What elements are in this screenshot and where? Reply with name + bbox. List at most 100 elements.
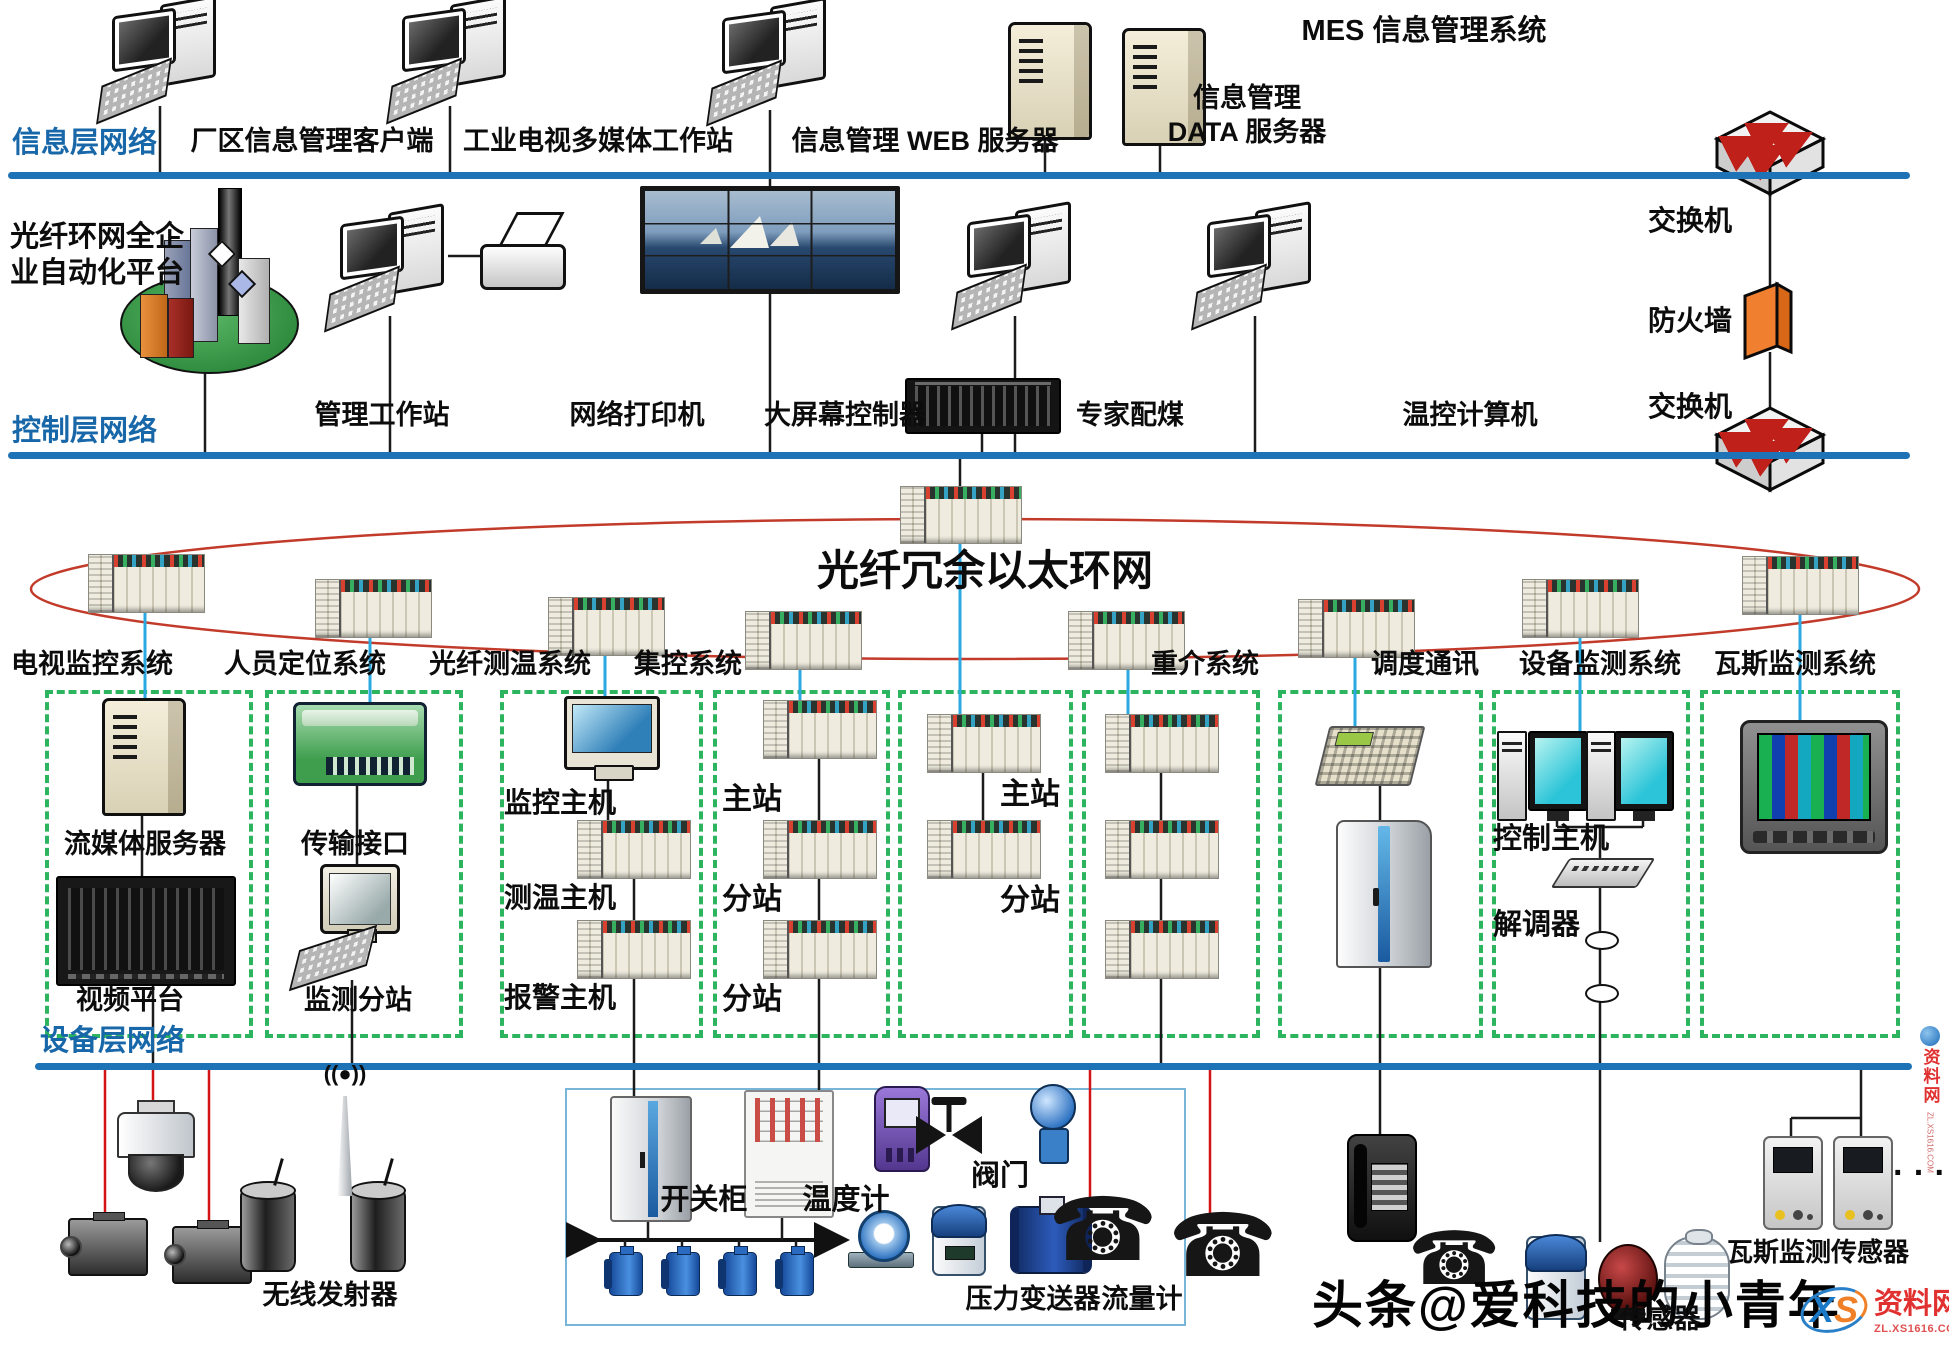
ptz-dome-camera-icon <box>108 1100 200 1196</box>
ring-title: 光纤冗余以太环网 <box>816 547 1154 594</box>
side-logo-icon <box>1920 1026 1940 1046</box>
valve-icon <box>916 1080 982 1156</box>
control-layer-bus <box>8 452 1910 459</box>
coupler-icon <box>1585 984 1619 1003</box>
switch-cabinet-icon <box>744 1090 834 1218</box>
plc-rack-icon <box>1298 599 1415 658</box>
temp-computer-label: 温控计算机 <box>1402 400 1538 430</box>
gas-sensor-label: 瓦斯监测传感器 <box>1726 1237 1910 1267</box>
plc-rack-icon <box>577 920 691 979</box>
xs-logo-icon: XS <box>1800 1290 1868 1330</box>
subsystem-equipment-label: 设备监测系统 <box>1519 649 1681 679</box>
desktop-computer-icon <box>951 201 1075 331</box>
info-layer-bus <box>8 172 1910 179</box>
pressure-transmitter-label: 压力变送器 <box>965 1284 1101 1314</box>
plc-rack-icon <box>315 579 432 638</box>
coupler-icon <box>1585 931 1619 950</box>
monitor-substation-label: 监测分站 <box>304 985 412 1015</box>
zlw-logo-name: 资料网 <box>1874 1288 1949 1320</box>
telephone-icon: ☎ <box>1408 1216 1501 1302</box>
switch-bottom-label: 交换机 <box>1648 391 1733 422</box>
transfer-interface-label: 传输接口 <box>301 829 409 859</box>
pc-tower-icon <box>1497 731 1527 821</box>
video-wall-icon <box>640 186 900 294</box>
mgmt-workstation-label: 管理工作站 <box>314 400 450 430</box>
plc-rack-icon <box>1068 611 1185 670</box>
watermark-headline: 头条@爱科技的小青年 <box>1312 1277 1841 1334</box>
box-personnel-positioning <box>265 690 463 1038</box>
plc-rack-icon <box>548 597 665 656</box>
control-host-monitor-icon <box>1614 731 1674 821</box>
factory-client-label: 厂区信息管理客户端 <box>190 126 434 156</box>
network-printer-icon <box>478 212 568 292</box>
valve-label: 阀门 <box>970 1160 1030 1192</box>
motor-icon <box>604 1246 643 1296</box>
gas-sensor-icon <box>1763 1136 1823 1230</box>
expert-coal-label: 专家配煤 <box>1076 400 1184 430</box>
monitoring-host-icon <box>564 696 660 781</box>
box-tv-monitoring <box>45 690 253 1038</box>
enterprise-platform-icon <box>120 182 299 374</box>
dispatch-cabinet-icon <box>1336 820 1432 968</box>
monitor-host-label: 监控主机 <box>504 787 617 818</box>
screen-controller-device-icon <box>905 378 1061 434</box>
web-server-label: 信息管理 WEB 服务器 <box>791 126 1059 156</box>
motor-icon <box>775 1246 814 1296</box>
flow-meter-label: 流量计 <box>1101 1284 1183 1314</box>
platform-label-line2: 业自动化平台 <box>10 257 185 289</box>
telephone-icon: ☎ <box>1048 1178 1158 1281</box>
switch-icon <box>1713 406 1827 493</box>
subsystem-heavy-media-label: 重介系统 <box>1151 649 1259 679</box>
plc-rack-icon <box>927 714 1041 773</box>
flow-meter-icon <box>1010 1196 1092 1274</box>
plc-rack-icon <box>1105 920 1219 979</box>
antenna-icon: ((●)) <box>323 1061 367 1086</box>
control-host-label: 控制主机 <box>1493 823 1610 855</box>
desktop-computer-icon <box>706 0 830 127</box>
side-watermark-logo: 资料网 ZL.XS1616.COM <box>1914 1026 1946 1178</box>
box-camera-icon <box>60 1212 148 1276</box>
switch-top-label: 交换机 <box>1648 205 1733 236</box>
data-server-label-line2: DATA 服务器 <box>1167 117 1327 147</box>
data-server-icon <box>1122 28 1206 146</box>
plc-rack-icon <box>763 920 877 979</box>
screen-controller-label: 大屏幕控制器 <box>764 400 926 430</box>
zlw-logo-url: ZL.XS1616.COM <box>1874 1323 1949 1335</box>
demodulator-label: 解调器 <box>1493 909 1581 941</box>
box-central-control-2 <box>898 690 1073 1038</box>
sensor-icon <box>1525 1234 1587 1320</box>
plc-rack-icon <box>1742 556 1859 615</box>
plc-rack-icon <box>763 700 877 759</box>
switch-icon <box>1713 110 1827 197</box>
control-host-monitor-icon <box>1528 731 1588 821</box>
master-station-label: 主站 <box>1000 778 1060 811</box>
stream-server-label: 流媒体服务器 <box>64 829 226 859</box>
desktop-computer-icon <box>386 0 510 125</box>
gas-monitoring-device-icon <box>1740 720 1888 854</box>
slave-station-label: 分站 <box>1000 884 1060 917</box>
thermometer-label: 温度计 <box>802 1184 890 1216</box>
switch-cabinet-label: 开关柜 <box>660 1184 748 1216</box>
box-equipment-monitoring <box>1492 690 1690 1038</box>
subsystem-personnel-label: 人员定位系统 <box>224 649 386 679</box>
motor-icon <box>718 1246 757 1296</box>
zlw-logo: XS 资料网 ZL.XS1616.COM <box>1800 1290 1949 1337</box>
temp-control-computer-icon <box>1191 201 1315 331</box>
plc-rack-icon <box>745 611 862 670</box>
plc-rack-icon <box>1522 579 1639 638</box>
wireless-transmitter-icon <box>350 1181 406 1272</box>
sensor-label: 传感器 <box>1619 1304 1701 1334</box>
plc-rack-icon <box>900 486 1022 544</box>
master-station-label: 主站 <box>722 783 782 816</box>
plc-rack-icon <box>577 820 691 879</box>
subsystem-tv-label: 电视监控系统 <box>11 649 173 679</box>
box-heavy-media <box>1082 690 1260 1038</box>
subsystem-gas-label: 瓦斯监测系统 <box>1714 649 1876 679</box>
plc-rack-icon <box>763 820 877 879</box>
video-platform-label: 视频平台 <box>76 985 184 1015</box>
gas-sensor-icon <box>1833 1136 1893 1230</box>
info-layer-label: 信息层网络 <box>12 127 158 159</box>
transfer-interface-icon <box>293 702 427 786</box>
web-server-icon <box>1008 22 1092 140</box>
